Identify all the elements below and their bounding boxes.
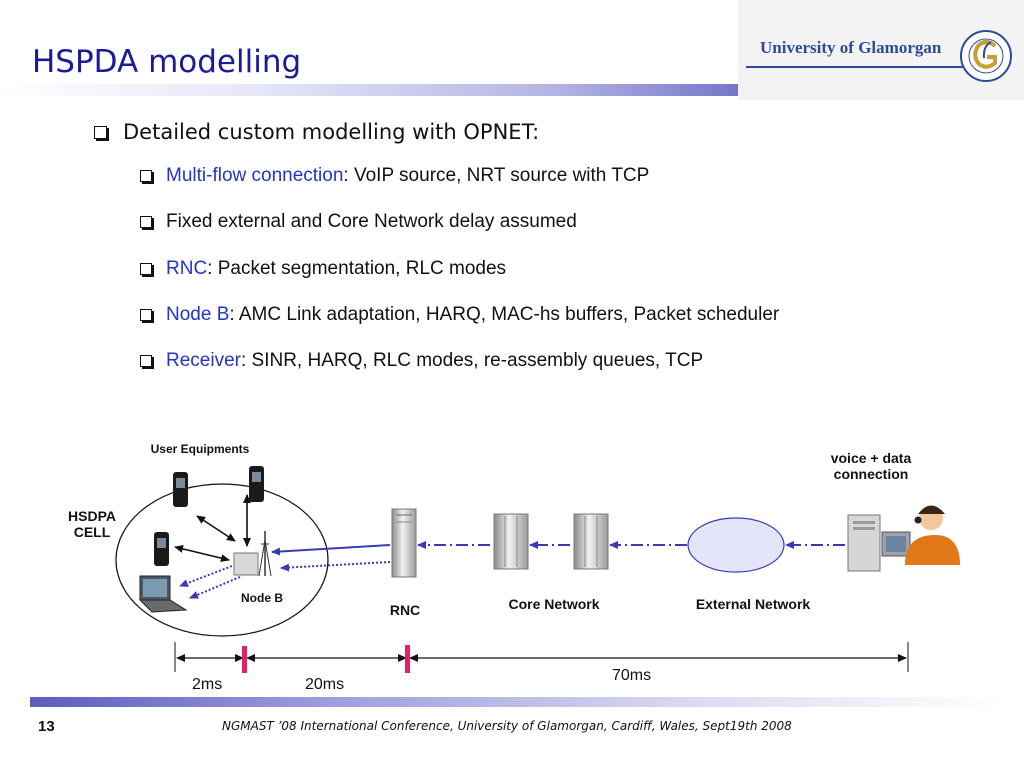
footer-bar [30,697,1000,707]
main-bullet-text: Detailed custom modelling with OPNET: [123,120,540,144]
page-title: HSPDA modelling [32,44,302,80]
user-equipments-label: User Equipments [150,442,250,456]
university-logo [738,0,1024,100]
university-emblem-icon [960,30,1012,82]
sub-bullet-text: : SINR, HARQ, RLC modes, re-assembly que… [240,350,704,371]
ue-link-arrow [196,515,236,542]
hsdpa-cell-label: HSDPA CELL [68,508,116,540]
core-server-icon [573,513,609,570]
rnc-nodeb-link [280,561,391,572]
sub-bullet-text: Fixed external and Core Network delay as… [166,211,577,232]
sub-bullet: Node B: AMC Link adaptation, HARQ, MAC-h… [140,304,779,326]
external-network-label: External Network [695,596,811,612]
core-server-icon [493,513,529,570]
laptop-link-arrow [189,576,241,599]
sub-bullet-text: : Packet segmentation, RLC modes [207,258,507,279]
checkbox-bullet-icon [140,263,152,275]
rnc-label: RNC [389,602,421,618]
sub-bullet-highlight: RNC [166,258,208,279]
page-number: 13 [38,718,55,735]
node-b-icon [233,531,272,577]
ue-link-arrow [174,544,230,563]
sub-bullet: Multi-flow connection: VoIP source, NRT … [140,165,649,187]
laptop-icon [138,575,188,613]
footer-text: NGMAST ’08 International Conference, Uni… [222,719,792,733]
time-label-20ms: 20ms [305,676,345,693]
sub-bullet-text: : VoIP source, NRT source with TCP [343,165,650,186]
core-network-label: Core Network [508,596,600,612]
checkbox-bullet-icon [140,170,152,182]
laptop-link-arrow [179,565,233,587]
main-bullet: Detailed custom modelling with OPNET: [94,120,539,144]
university-name: University of Glamorgan [760,38,942,57]
timeline-marker [405,645,410,673]
phone-icon [173,472,188,507]
sub-bullet-highlight: Receiver [166,350,241,371]
sub-bullet: Fixed external and Core Network delay as… [140,211,577,233]
checkbox-bullet-icon [94,125,107,139]
checkbox-bullet-icon [140,216,152,228]
sub-bullet: RNC: Packet segmentation, RLC modes [140,258,506,280]
sub-bullet: Receiver: SINR, HARQ, RLC modes, re-asse… [140,350,703,372]
operator-workstation-icon [847,505,960,572]
title-underline-bar [0,84,738,96]
node-b-label: Node B [241,591,283,605]
phone-icon [154,532,169,566]
connection-label: voice + data connection [830,450,912,482]
sub-bullet-text: : AMC Link adaptation, HARQ, MAC-hs buff… [229,304,780,325]
logo-underline [746,66,964,68]
time-label-2ms: 2ms [192,676,223,693]
rnc-nodeb-link [271,544,391,556]
hsdpa-cell-boundary [115,483,329,637]
time-label-70ms: 70ms [612,667,652,684]
sub-bullet-highlight: Node B [166,304,230,325]
rnc-server-icon [391,508,417,578]
checkbox-bullet-icon [140,355,152,367]
timeline-marker [242,646,247,673]
external-network-cloud [687,517,785,573]
sub-bullet-highlight: Multi-flow connection [166,165,344,186]
phone-icon [249,466,264,502]
checkbox-bullet-icon [140,309,152,321]
